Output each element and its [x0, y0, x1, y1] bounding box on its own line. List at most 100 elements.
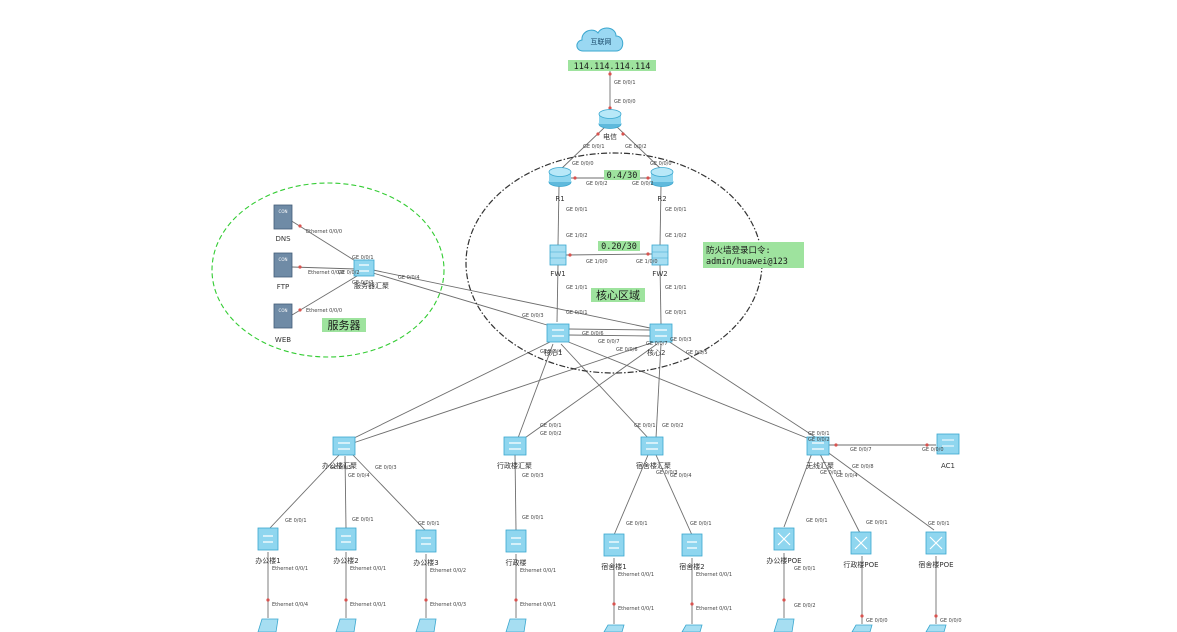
switch-office-aggregation[interactable]: 办公楼汇聚	[322, 436, 357, 470]
port-label: GE 0/0/3	[352, 280, 374, 286]
admin-aggregation-label: 行政楼汇聚	[497, 461, 532, 470]
switch-poe-office[interactable]: 办公楼POE	[766, 527, 802, 565]
switch-icon-arrows	[359, 264, 369, 272]
switch-poe-dorm[interactable]: 宿舍楼POE	[918, 531, 954, 569]
port-label: GE 1/0/1	[665, 285, 687, 291]
port-label: Ethernet 0/0/0	[308, 270, 344, 276]
core-zone-label-highlight	[591, 288, 645, 302]
server-zone-label-highlight	[322, 318, 366, 332]
link-layer	[267, 68, 937, 624]
port-dot	[573, 176, 577, 180]
pc-icon[interactable]	[603, 624, 625, 632]
switch-server-aggregation[interactable]: 服务器汇聚	[353, 259, 389, 290]
port-label: GE 0/0/1	[634, 423, 656, 429]
isp-router-label: 电信	[603, 132, 617, 141]
port-label: Ethernet 0/0/1	[272, 566, 308, 572]
switch-core1[interactable]: 核心1	[544, 323, 570, 357]
port-label: GE 0/0/1	[352, 255, 374, 261]
fw2-label: FW2	[652, 270, 667, 278]
link-srvsw-core1	[372, 272, 548, 326]
switch-wireless-aggregation[interactable]: 无线汇聚	[806, 436, 834, 470]
access-controller-ac1[interactable]: AC1	[936, 433, 960, 470]
port-label: GE 1/0/0	[586, 259, 608, 265]
dns-label: DNS	[275, 235, 291, 243]
sta-icon[interactable]	[925, 624, 947, 632]
server-dns[interactable]: CON DNS	[273, 204, 293, 243]
switch-admin-aggregation[interactable]: 行政楼汇聚	[497, 436, 532, 470]
port-dot	[344, 598, 348, 602]
core2-label: 核心2	[647, 348, 665, 357]
port-label: GE 0/0/4	[540, 349, 562, 355]
wireless-aggregation-label: 无线汇聚	[806, 461, 834, 470]
port-label: GE 0/0/4	[670, 473, 692, 479]
port-label: Ethernet 0/0/0	[306, 229, 342, 235]
port-label: GE 0/0/3	[375, 465, 397, 471]
port-label: GE 0/0/2	[632, 181, 654, 187]
port-label: GE 0/0/1	[794, 566, 816, 572]
switch-access-dorm1[interactable]: 宿舍楼1	[601, 533, 627, 571]
switch-dorm-aggregation[interactable]: 宿舍楼汇聚	[636, 436, 671, 470]
r1-label: R1	[555, 195, 564, 203]
office2-label: 办公楼2	[333, 556, 358, 565]
port-label: Ethernet 0/0/3	[430, 602, 466, 608]
switch-icon	[806, 436, 830, 456]
switch-icon	[681, 533, 703, 557]
switch-access-office2[interactable]: 办公楼2	[333, 527, 359, 565]
port-label: GE 0/0/6	[582, 331, 604, 337]
link-fw1-core1	[556, 264, 559, 323]
port-label: GE 0/0/2	[338, 270, 360, 276]
port-label: Ethernet 0/0/0	[306, 308, 342, 314]
router-isp[interactable]: 电信	[598, 109, 622, 142]
pc-icon[interactable]	[257, 618, 279, 632]
port-label: Ethernet 0/0/4	[272, 602, 308, 608]
port-label: GE 0/0/1	[665, 310, 687, 316]
link-agg4-ap2	[819, 453, 861, 534]
server-ftp[interactable]: CON FTP	[273, 252, 293, 291]
port-label: GE 0/0/1	[690, 521, 712, 527]
sta-icon[interactable]	[851, 624, 873, 632]
port-dot	[298, 308, 302, 312]
switch-access-office3[interactable]: 办公楼3	[413, 529, 439, 567]
router-icon-body	[599, 114, 621, 124]
switch-icon-arrows	[646, 442, 658, 450]
port-dot	[608, 72, 612, 76]
router-r2[interactable]: R2	[650, 167, 674, 204]
server-tag: CON	[279, 209, 288, 214]
link-agg2-acc4	[514, 454, 517, 531]
pc-icon[interactable]	[415, 618, 437, 632]
switch-access-admin[interactable]: 行政楼	[506, 529, 527, 567]
port-label: GE 0/0/0	[614, 99, 636, 105]
link-core1-agg2	[517, 343, 554, 439]
firewall-fw1[interactable]: FW1	[549, 244, 567, 278]
port-label: Ethernet 0/0/1	[520, 568, 556, 574]
port-label: GE 0/0/0	[572, 161, 594, 167]
link-core1-agg3	[560, 343, 651, 441]
switch-access-office1[interactable]: 办公楼1	[255, 527, 281, 565]
port-dot	[690, 602, 694, 606]
switch-core2[interactable]: 核心2	[647, 323, 673, 357]
router-r1[interactable]: R1	[548, 167, 572, 204]
link-web-srvsw	[291, 275, 358, 316]
switch-icon-arrows	[812, 442, 824, 450]
server-zone-boundary	[211, 182, 445, 358]
dorm-aggregation-label: 宿舍楼汇聚	[636, 461, 671, 470]
port-dot	[934, 614, 938, 618]
firewall-login-title: 防火墙登录口令:	[706, 245, 771, 256]
switch-poe-admin[interactable]: 行政楼POE	[843, 531, 879, 569]
link-agg1-acc3	[351, 453, 426, 531]
port-label: GE 0/0/1	[665, 207, 687, 213]
pc-icon[interactable]	[505, 618, 527, 632]
port-label: GE 0/0/1	[540, 423, 562, 429]
pc-icon[interactable]	[681, 624, 703, 632]
office-poe-label: 办公楼POE	[766, 556, 801, 565]
link-agg1-acc1	[269, 453, 341, 529]
switch-access-dorm2[interactable]: 宿舍楼2	[679, 533, 705, 571]
pc-icon[interactable]	[335, 618, 357, 632]
link-ftp-srvsw	[291, 266, 357, 270]
port-label: GE 0/0/1	[583, 144, 605, 150]
pc-icon[interactable]	[773, 618, 795, 632]
switch-icon	[332, 436, 356, 456]
office1-label: 办公楼1	[255, 556, 280, 565]
server-web[interactable]: CON WEB	[273, 303, 293, 344]
firewall-fw2[interactable]: FW2	[651, 244, 669, 278]
